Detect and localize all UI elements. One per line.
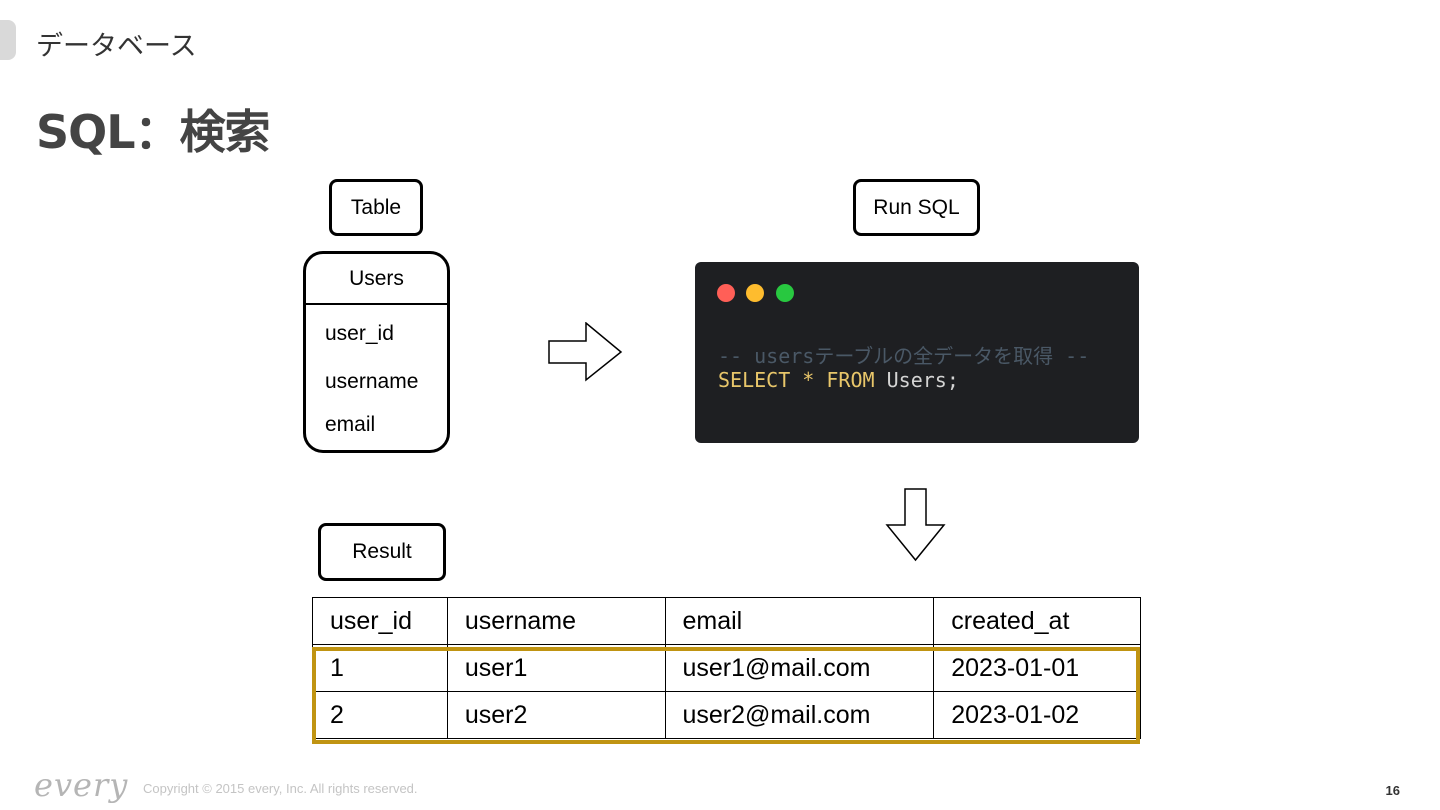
result-table: user_id username email created_at 1 user… <box>312 597 1141 739</box>
minimize-dot-icon <box>746 284 764 302</box>
page-number: 16 <box>1385 783 1400 798</box>
copyright-text: Copyright © 2015 every, Inc. All rights … <box>143 781 418 796</box>
table-cell: user2@mail.com <box>664 691 935 739</box>
table-header-row: user_id username email created_at <box>312 597 1141 645</box>
section-label: データベース <box>36 31 197 62</box>
column-header: email <box>664 597 935 645</box>
table-row: 2 user2 user2@mail.com 2023-01-02 <box>312 691 1141 739</box>
every-logo: every <box>34 766 129 804</box>
sql-star: * <box>802 368 815 392</box>
table-cell: 2023-01-02 <box>933 691 1141 739</box>
slide-title: SQL：検索 <box>36 105 271 159</box>
table-cell: 1 <box>312 644 448 692</box>
close-dot-icon <box>717 284 735 302</box>
right-arrow-icon <box>548 322 623 382</box>
column-header: user_id <box>312 597 448 645</box>
table-cell: 2 <box>312 691 448 739</box>
entity-field-email: email <box>325 413 376 436</box>
table-cell: 2023-01-01 <box>933 644 1141 692</box>
down-arrow-icon <box>885 488 946 562</box>
entity-field-user-id: user_id <box>325 322 394 345</box>
table-cell: user1 <box>446 644 666 692</box>
table-cell: user1@mail.com <box>664 644 935 692</box>
table-row: 1 user1 user1@mail.com 2023-01-01 <box>312 644 1141 692</box>
users-entity: Users user_id username email <box>303 251 450 453</box>
code-window: -- usersテーブルの全データを取得 -- SELECT * FROM Us… <box>695 262 1139 443</box>
column-header: username <box>446 597 666 645</box>
run-sql-tag: Run SQL <box>853 179 980 236</box>
sql-comment: -- usersテーブルの全データを取得 -- <box>718 344 1090 368</box>
sql-keyword-from: FROM <box>826 368 875 392</box>
entity-field-username: username <box>325 370 419 393</box>
result-tag: Result <box>318 523 446 581</box>
table-tag: Table <box>329 179 423 236</box>
sql-keyword-select: SELECT <box>718 368 791 392</box>
table-cell: user2 <box>446 691 666 739</box>
entity-name: Users <box>306 254 447 305</box>
column-header: created_at <box>933 597 1141 645</box>
sql-query: SELECT * FROM Users; <box>718 368 959 392</box>
sql-table-name: Users; <box>886 368 959 392</box>
section-tab <box>0 20 16 60</box>
maximize-dot-icon <box>776 284 794 302</box>
